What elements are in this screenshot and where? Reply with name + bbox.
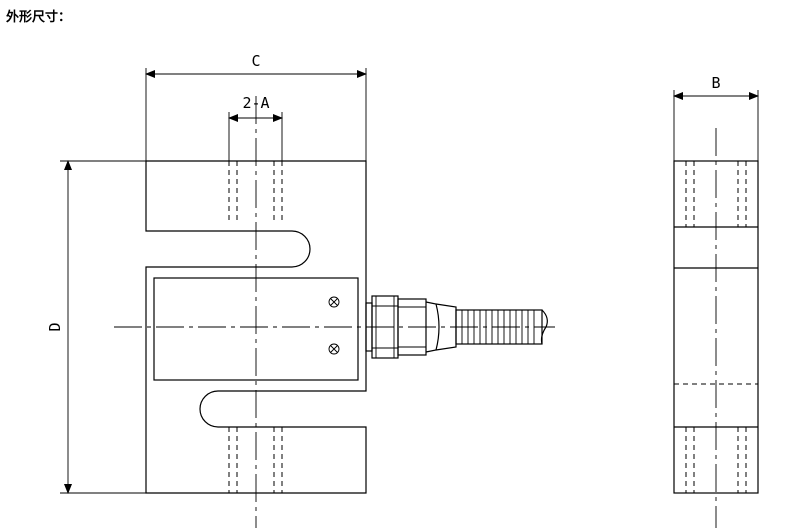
page-title: 外形尺寸： [6,10,72,25]
top-mounting-hole [228,161,283,223]
side-view: B [673,74,759,528]
screw-icon [328,296,340,308]
side-bottom-hole [685,427,747,493]
bottom-mounting-hole [228,427,283,493]
dimension-d: D [46,160,146,494]
side-top-hole [685,161,747,227]
dimension-c-label: C [251,52,260,70]
dimension-b-label: B [711,74,720,92]
dimension-b: B [673,74,759,161]
dimension-2a-label: 2-A [242,94,269,112]
s-body-outline [145,160,367,494]
dimension-c: C [145,52,367,161]
cable [455,309,548,345]
dimension-2a: 2-A [228,94,283,161]
screw-icon [328,343,340,355]
front-view: C 2-A D [46,52,555,528]
dimension-d-label: D [46,322,64,331]
